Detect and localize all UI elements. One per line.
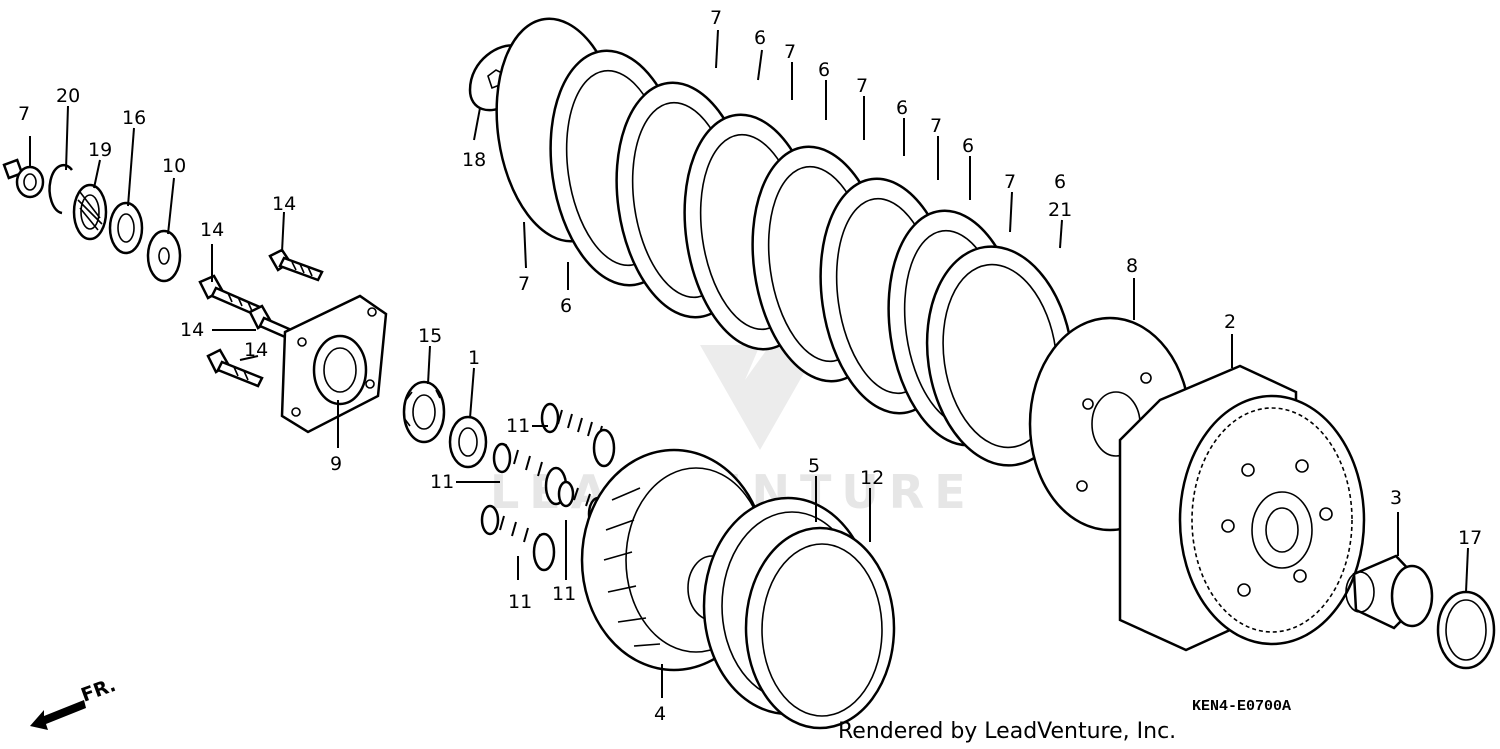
label-14-d: 14 — [244, 339, 268, 361]
front-label: FR. — [78, 674, 119, 707]
label-6-c: 6 — [896, 97, 908, 119]
leader-lines — [29, 29, 1469, 698]
label-18: 18 — [462, 149, 486, 171]
part-labels: 7 20 19 16 10 14 14 14 14 9 15 1 11 11 1… — [18, 7, 1482, 725]
part-12-ring — [744, 526, 896, 730]
part-16-washer — [108, 201, 144, 255]
label-7-e: 7 — [1004, 171, 1016, 193]
diagram-code: KEN4-E0700A — [1192, 698, 1291, 715]
label-6-f: 6 — [560, 295, 572, 317]
front-direction-indicator: FR. — [30, 674, 119, 730]
part-10-washer — [146, 229, 182, 283]
label-3: 3 — [1390, 487, 1402, 509]
label-11-a: 11 — [506, 415, 530, 437]
part-3-collar — [1345, 554, 1434, 630]
label-19: 19 — [88, 139, 112, 161]
label-12: 12 — [860, 467, 884, 489]
label-14-a: 14 — [200, 219, 224, 241]
part-11-spring-top — [540, 402, 616, 468]
label-21: 21 — [1048, 199, 1072, 221]
label-7-f: 7 — [518, 273, 530, 295]
clutch-disc-stack — [468, 17, 1075, 467]
label-9: 9 — [330, 453, 342, 475]
label-7-d: 7 — [930, 115, 942, 137]
part-11-spring-bottom — [480, 504, 556, 572]
label-14-b: 14 — [272, 193, 296, 215]
label-1: 1 — [468, 347, 480, 369]
part-17-thrust-washer — [1436, 590, 1496, 670]
part-9-lifter-plate — [280, 294, 388, 434]
label-11-c: 11 — [508, 591, 532, 613]
label-6-b: 6 — [818, 59, 830, 81]
label-7-b: 7 — [784, 41, 796, 63]
label-11-d: 11 — [552, 583, 576, 605]
credit-text: Rendered by LeadVenture, Inc. — [838, 719, 1176, 744]
part-13-bolt — [2, 158, 45, 199]
label-13: 7 — [18, 103, 30, 125]
label-11-b: 11 — [430, 471, 454, 493]
part-14-bolt-bottom — [206, 348, 264, 388]
label-15: 15 — [418, 325, 442, 347]
part-20-circlip — [48, 163, 73, 215]
label-17: 17 — [1458, 527, 1482, 549]
label-2: 2 — [1224, 311, 1236, 333]
label-6-d: 6 — [962, 135, 974, 157]
label-14-c: 14 — [180, 319, 204, 341]
part-14-bolt-top — [268, 248, 324, 282]
label-6-a: 6 — [754, 27, 766, 49]
label-16: 16 — [122, 107, 146, 129]
part-1-washer — [448, 415, 488, 469]
part-14-bolt-left — [198, 274, 264, 318]
label-6-e: 6 — [1054, 171, 1066, 193]
part-2-clutch-outer — [1118, 364, 1366, 652]
label-8: 8 — [1126, 255, 1138, 277]
front-arrow-icon — [30, 700, 86, 730]
label-5: 5 — [808, 455, 820, 477]
part-19-bearing — [72, 183, 108, 241]
label-7-c: 7 — [856, 75, 868, 97]
label-7-a: 7 — [710, 7, 722, 29]
label-20: 20 — [56, 85, 80, 107]
label-4: 4 — [654, 703, 666, 725]
label-10: 10 — [162, 155, 186, 177]
part-15-lock-nut — [402, 380, 446, 444]
